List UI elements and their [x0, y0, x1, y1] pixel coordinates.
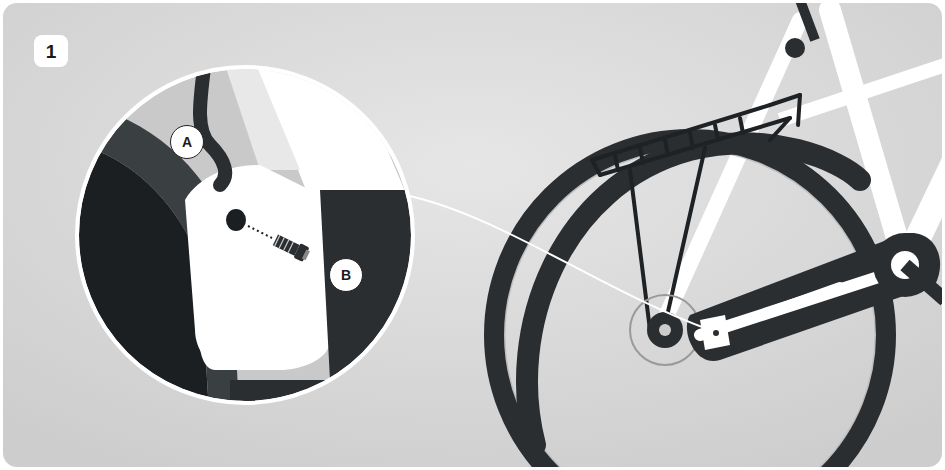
bicycle	[494, 3, 942, 467]
leader-line	[405, 195, 710, 330]
step-number: 1	[34, 35, 68, 67]
label-text: A	[182, 135, 192, 149]
panel-ground	[3, 3, 942, 467]
zoom-detail	[60, 50, 440, 430]
label-text: 1	[46, 42, 57, 61]
label-text: B	[341, 268, 351, 282]
callout-letter: B	[329, 258, 363, 292]
callout-letter: A	[170, 125, 204, 159]
